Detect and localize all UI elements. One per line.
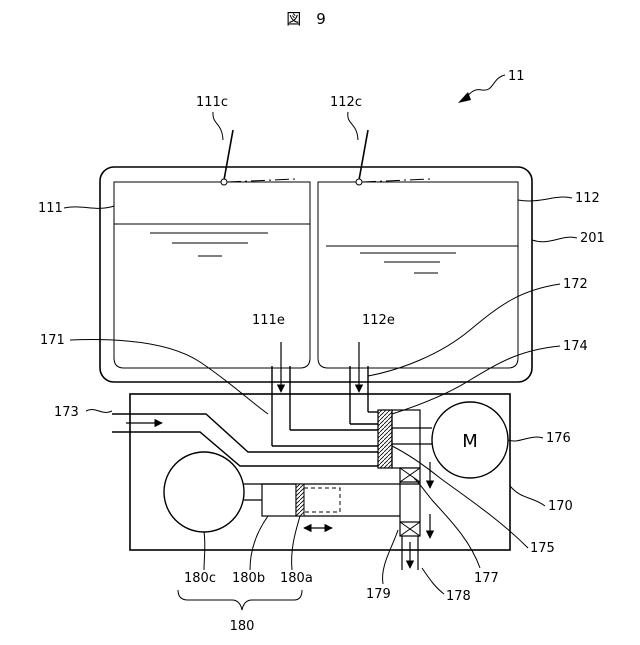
label-172: 172 xyxy=(563,277,588,292)
sensor-pivot-112c xyxy=(356,179,362,185)
label-111c: 111c xyxy=(196,95,228,110)
leader-201 xyxy=(532,237,577,242)
sensor-pivot-111c xyxy=(221,179,227,185)
label-178: 178 xyxy=(446,589,471,604)
piston-180a xyxy=(296,484,304,516)
leader-111 xyxy=(64,206,114,208)
label-180: 180 xyxy=(230,619,255,634)
label-175: 175 xyxy=(530,541,555,556)
label-111e: 111e xyxy=(252,313,285,328)
label-174: 174 xyxy=(563,339,588,354)
leader-176 xyxy=(508,437,543,441)
leader-180a xyxy=(292,516,300,570)
leader-112 xyxy=(518,197,572,201)
leader-170 xyxy=(510,486,545,506)
label-112: 112 xyxy=(575,191,600,206)
label-180c: 180c xyxy=(184,571,216,586)
leader-177 xyxy=(414,478,480,568)
leader-180c xyxy=(204,532,205,570)
label-177: 177 xyxy=(474,571,499,586)
leader-178 xyxy=(422,568,444,594)
label-112e: 112e xyxy=(362,313,395,328)
tank-111 xyxy=(114,182,310,368)
label-171: 171 xyxy=(40,333,65,348)
leader-112c xyxy=(348,112,358,140)
motor-symbol: M xyxy=(462,431,478,452)
leader-180b xyxy=(250,516,268,570)
sensor-rod-111c xyxy=(224,130,233,180)
reservoir-180c xyxy=(164,452,244,532)
label-179: 179 xyxy=(366,587,391,602)
upper-housing-201 xyxy=(100,167,532,382)
label-180a: 180a xyxy=(280,571,313,586)
cylinder-180b xyxy=(262,484,296,516)
leader-179 xyxy=(383,530,398,584)
label-11: 11 xyxy=(508,69,525,84)
label-112c: 112c xyxy=(330,95,362,110)
brace-180 xyxy=(178,590,302,610)
leader-111c xyxy=(213,112,223,140)
sensor-rod-112c xyxy=(359,130,368,180)
piston-stroke-ghost xyxy=(304,488,340,512)
label-180b: 180b xyxy=(232,571,265,586)
label-176: 176 xyxy=(546,431,571,446)
label-201: 201 xyxy=(580,231,605,246)
label-170: 170 xyxy=(548,499,573,514)
label-173: 173 xyxy=(54,405,79,420)
tank-112 xyxy=(318,182,518,368)
leader-173 xyxy=(86,410,112,413)
figure-title: 図 9 xyxy=(286,10,326,28)
label-111: 111 xyxy=(38,201,63,216)
valve-body xyxy=(392,410,420,468)
valve-block-175 xyxy=(378,410,392,468)
